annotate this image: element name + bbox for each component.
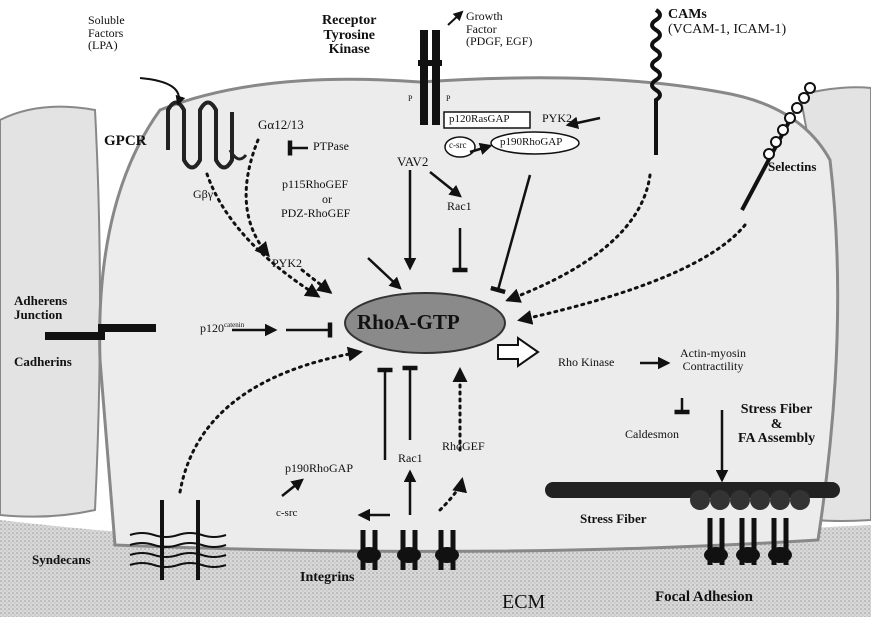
cams-label: CAMs(VCAM-1, ICAM-1) <box>668 8 786 37</box>
selectins-label: Selectins <box>768 160 816 174</box>
pyk2-left-label: PYK2 <box>272 257 302 270</box>
phospho-label-right: P <box>446 95 450 103</box>
integrins-label: Integrins <box>300 571 354 586</box>
rtk-bar-left <box>420 30 428 125</box>
vav2-label: VAV2 <box>397 155 428 169</box>
gpcr-label: GPCR <box>104 134 147 150</box>
rho-kinase-label: Rho Kinase <box>558 356 614 369</box>
rhoa-gtp-label: RhoA-GTP <box>357 311 460 333</box>
rtk-bar-right <box>432 30 440 125</box>
rhogef-label: RhoGEF <box>442 440 485 453</box>
p190-top-label: p190RhoGAP <box>500 137 562 149</box>
rac1-bottom-label: Rac1 <box>398 452 423 465</box>
gbg-label: Gβγ <box>193 188 213 201</box>
csrc-bottom-label: c-src <box>276 508 297 520</box>
stress-fiber-assembly-label: Stress Fiber&FA Assembly <box>738 403 815 447</box>
phospho-label-left: P <box>408 95 412 103</box>
csrc-top-label: c-src <box>449 141 467 150</box>
syndecans-label: Syndecans <box>32 553 91 567</box>
rac1-top-label: Rac1 <box>447 200 472 213</box>
adherens-bar-left <box>45 332 105 340</box>
ptpase-label: PTPase <box>313 140 349 153</box>
ecm-label: ECM <box>502 592 545 613</box>
adherens-bar-right <box>98 324 156 332</box>
cadherins-label: Cadherins <box>14 355 72 369</box>
galpha-label: Gα12/13 <box>258 118 304 132</box>
p190-bottom-label: p190RhoGAP <box>285 462 353 475</box>
pdz-label: PDZ-RhoGEF <box>281 207 350 220</box>
caldesmon-label: Caldesmon <box>625 428 679 441</box>
stress-fiber-label: Stress Fiber <box>580 512 647 526</box>
or-label: or <box>322 193 332 206</box>
focal-adhesion-label: Focal Adhesion <box>655 590 753 606</box>
pyk2-right-label: PYK2 <box>542 112 572 125</box>
p120rasgap-label: p120RasGAP <box>449 114 510 126</box>
p120-catenin-label: p120catenin <box>200 322 244 335</box>
p115-label: p115RhoGEF <box>282 178 348 191</box>
